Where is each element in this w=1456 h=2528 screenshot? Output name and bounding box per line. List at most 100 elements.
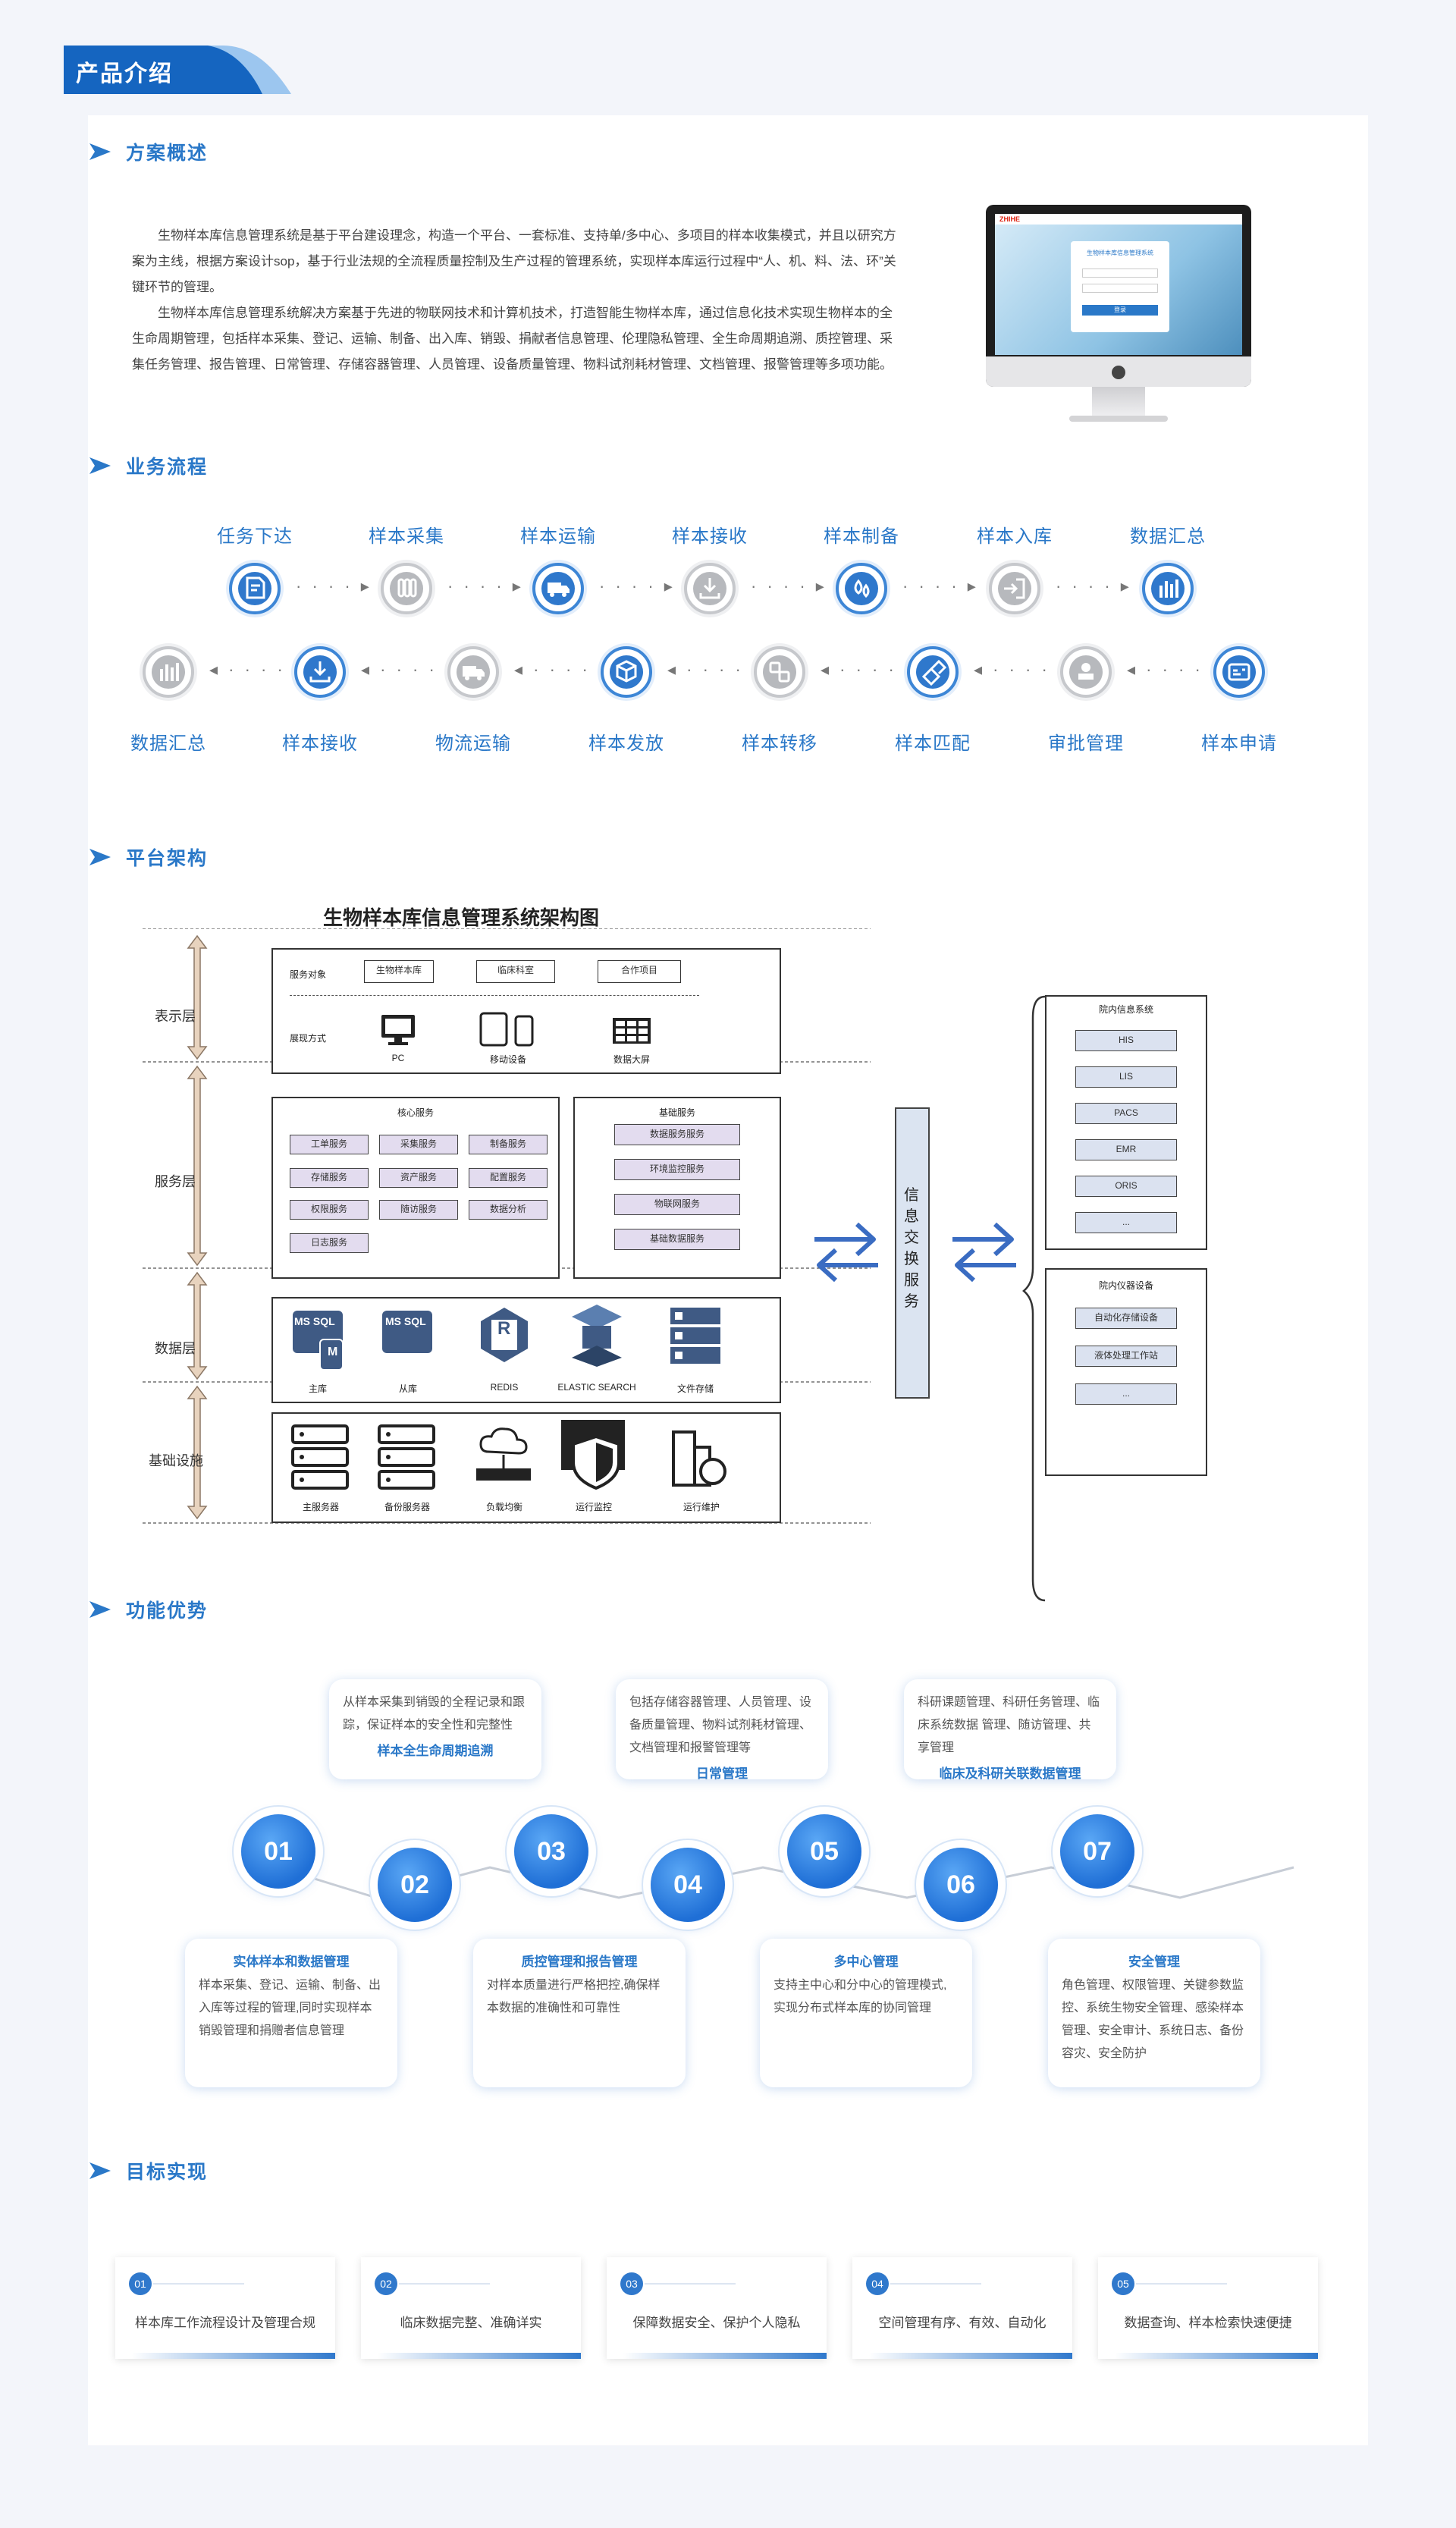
db-master-caption: 主库 xyxy=(308,1383,327,1394)
flow-step-circle[interactable] xyxy=(836,563,887,614)
maintenance-icon xyxy=(672,1430,726,1487)
load-balancer-icon xyxy=(476,1427,531,1481)
flow-connector-arrow: ◂ · · · · xyxy=(821,660,897,679)
device-mobile: 移动设备 xyxy=(489,1054,526,1065)
hospital-system-item: EMR xyxy=(1075,1139,1177,1160)
elastic-caption: ELASTIC SEARCH xyxy=(557,1382,636,1393)
advantage-card: 安全管理角色管理、权限管理、关键参数监控、系统生物安全管理、感染样本管理、安全审… xyxy=(1048,1939,1260,2087)
flow-step-circle[interactable] xyxy=(381,563,432,614)
login-user-field[interactable] xyxy=(1082,269,1158,278)
flow-connector-arrow: · · · · ▸ xyxy=(447,576,524,595)
section-arrow-icon xyxy=(89,849,111,865)
flow-step-circle[interactable] xyxy=(907,646,959,698)
base-service-item: 物联网服务 xyxy=(614,1194,740,1215)
advantage-title: 质控管理和报告管理 xyxy=(521,1955,638,1969)
core-service-item: 采集服务 xyxy=(379,1135,458,1154)
flow-step-circle[interactable] xyxy=(1142,563,1194,614)
flow-connector-arrow: · · · · ▸ xyxy=(296,576,372,595)
mssql-master-icon xyxy=(293,1311,344,1371)
exchange-service-bar: 信息交换服务 xyxy=(895,1107,930,1399)
core-service-item: 日志服务 xyxy=(290,1233,369,1253)
flow-step-circle[interactable] xyxy=(229,563,281,614)
backup-server-icon xyxy=(378,1424,435,1490)
flow-step-text: 样本匹配 xyxy=(895,733,971,754)
main-server-icon xyxy=(291,1424,349,1490)
core-service-item: 资产服务 xyxy=(379,1168,458,1188)
flow-step-label: 样本采集 xyxy=(342,521,471,548)
goal-number: 05 xyxy=(1112,2272,1134,2295)
flow-step-circle[interactable] xyxy=(1060,646,1112,698)
infra-caption: 主服务器 xyxy=(302,1502,339,1512)
section-title-architecture: 平台架构 xyxy=(88,843,208,871)
core-services-title: 核心服务 xyxy=(397,1107,434,1118)
hospital-system-item: ORIS xyxy=(1075,1176,1177,1197)
mssql-label: MS SQL xyxy=(385,1315,426,1327)
flow-step-circle[interactable] xyxy=(684,563,736,614)
infra-layer-box: 主服务器备份服务器负载均衡运行监控运行维护 xyxy=(271,1412,781,1523)
flow-connector-arrow: · · · · ▸ xyxy=(751,576,827,595)
flow-connector-arrow: · · · · ▸ xyxy=(1056,576,1132,595)
truck-icon xyxy=(541,572,575,605)
login-button[interactable]: 登录 xyxy=(1082,305,1158,316)
hospital-system-item: ... xyxy=(1075,1212,1177,1233)
exchange-service-label: 信息交换服务 xyxy=(904,1187,919,1310)
flow-step-circle[interactable] xyxy=(447,646,499,698)
box-icon xyxy=(610,655,643,689)
file-storage-icon xyxy=(670,1308,720,1364)
device-bigscreen: 数据大屏 xyxy=(613,1054,650,1065)
mobile-icon xyxy=(479,1012,534,1047)
goal-divider xyxy=(1136,2283,1227,2285)
flow-step-circle[interactable] xyxy=(1213,646,1265,698)
device-pc: PC xyxy=(391,1053,405,1063)
infra-caption: 运行监控 xyxy=(575,1502,612,1512)
login-password-field[interactable] xyxy=(1082,284,1158,293)
goal-divider xyxy=(645,2283,736,2285)
tab-label: 产品介绍 xyxy=(76,61,173,86)
flow-step-text: 样本转移 xyxy=(742,733,817,754)
flow-step-label: 数据汇总 xyxy=(1103,521,1232,548)
core-service-item: 随访服务 xyxy=(379,1200,458,1220)
mssql-label: MS SQL xyxy=(294,1315,335,1327)
flow-connector-arrow: ◂ · · · · xyxy=(514,660,591,679)
flow-connector-arrow: ◂ · · · · xyxy=(667,660,744,679)
core-service-item: 存储服务 xyxy=(290,1168,369,1188)
redis-icon xyxy=(481,1308,528,1362)
infra-caption: 运行维护 xyxy=(682,1502,720,1512)
flow-step-circle[interactable] xyxy=(601,646,652,698)
presentation-layer-box: 服务对象 生物样本库 临床科室 合作项目 展现方式 PC 移动设备 数据大屏 xyxy=(271,948,781,1074)
section-title-overview: 方案概述 xyxy=(88,138,208,165)
flow-step-text: 样本接收 xyxy=(282,733,358,754)
flow-step-text: 样本采集 xyxy=(369,526,444,547)
advantage-number: 01 xyxy=(241,1814,315,1889)
flow-step-label: 样本匹配 xyxy=(868,728,997,755)
flow-step-circle[interactable] xyxy=(754,646,805,698)
ms-badge: M xyxy=(328,1346,338,1358)
advantage-card: 质控管理和报告管理对样本质量进行严格把控,确保样本数据的准确性和可靠性 xyxy=(473,1939,686,2087)
flow-connector-arrow: ◂ · · · · xyxy=(974,660,1050,679)
flow-step-text: 样本申请 xyxy=(1201,733,1277,754)
hospital-system-item: LIS xyxy=(1075,1066,1177,1088)
hospital-device-item: 自动化存储设备 xyxy=(1075,1308,1177,1329)
truck-icon xyxy=(457,655,490,689)
goal-accent-bar xyxy=(623,2353,827,2359)
core-service-item: 数据分析 xyxy=(469,1200,548,1220)
flow-step-circle[interactable] xyxy=(294,646,346,698)
layer-label-presentation: 表示层 xyxy=(155,1009,196,1024)
goal-number: 03 xyxy=(620,2272,643,2295)
monitor-screen: ZHIHE 生物样本库信息管理系统 登录 xyxy=(995,214,1242,355)
stamp-icon xyxy=(1069,655,1103,689)
flow-step-text: 任务下达 xyxy=(217,526,293,547)
base-services-title: 基础服务 xyxy=(658,1107,695,1118)
flow-step-circle[interactable] xyxy=(143,646,194,698)
advantage-number: 02 xyxy=(378,1848,452,1922)
arch-title: 生物样本库信息管理系统架构图 xyxy=(323,906,600,929)
divider xyxy=(290,995,699,996)
flow-step-circle[interactable] xyxy=(989,563,1040,614)
flow-step-text: 样本接收 xyxy=(672,526,748,547)
tube-icon xyxy=(390,572,423,605)
tab-shape xyxy=(64,46,291,94)
flow-step-circle[interactable] xyxy=(532,563,584,614)
